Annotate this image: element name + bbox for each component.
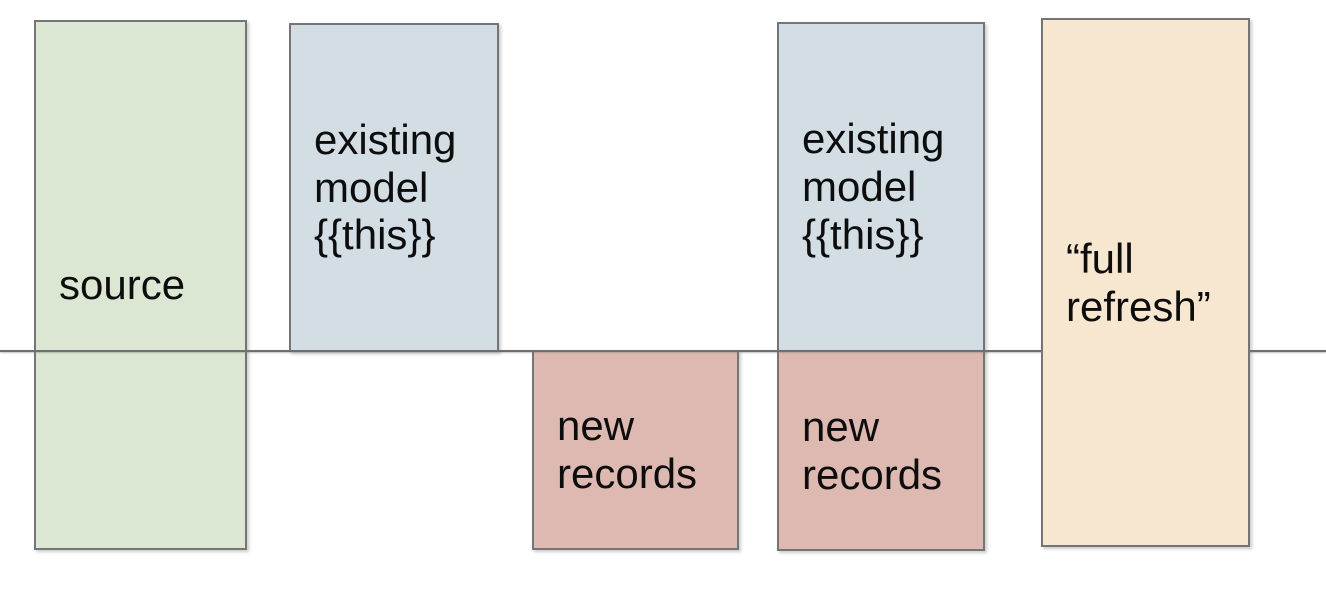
existing-model-box-left: existing model {{this}} [289,23,499,352]
existing-model-label-right: existing model {{this}} [802,115,945,258]
source-label: source [59,261,186,309]
source-box: source [34,20,247,550]
existing-new-boundary-line [0,350,1326,352]
full-refresh-label: “full refresh” [1066,234,1211,330]
full-refresh-box: “full refresh” [1041,18,1250,547]
existing-model-box-right: existing model {{this}} [777,22,985,352]
existing-model-label-left: existing model {{this}} [314,115,457,259]
new-records-label-right: new records [802,402,943,498]
new-records-label-left: new records [557,402,698,497]
new-records-box-left: new records [532,350,739,550]
new-records-box-right: new records [777,350,985,551]
